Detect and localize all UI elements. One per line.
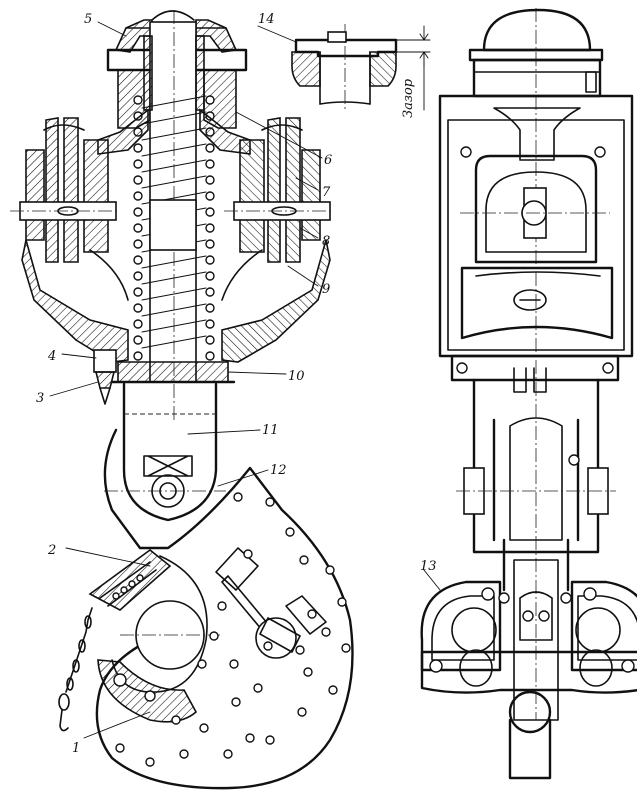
callout-14: 14 [258, 12, 275, 27]
callout-10: 10 [288, 369, 305, 384]
left-sectional-view [10, 10, 334, 420]
leader-lines [49, 21, 441, 739]
callout-9: 9 [322, 282, 330, 297]
left-sheave [10, 117, 120, 263]
callout-1: 1 [72, 741, 80, 756]
detail-14 [291, 24, 431, 112]
callout-13: 13 [420, 559, 437, 574]
callout-6: 6 [324, 153, 332, 168]
lock-mechanism [215, 547, 327, 659]
right-exterior-view [420, 8, 637, 780]
latch-spring [112, 574, 144, 600]
callout-2: 2 [47, 543, 56, 558]
lock-assembly-13 [420, 580, 637, 694]
callout-5: 5 [84, 12, 92, 27]
callout-11: 11 [262, 423, 279, 438]
gap-label: Зазор [401, 78, 416, 118]
grease-fitting [93, 349, 117, 405]
hook-assembly [58, 382, 354, 790]
safety-chain [58, 607, 93, 732]
callout-12: 12 [270, 463, 287, 478]
callout-3: 3 [36, 391, 44, 406]
callout-4: 4 [47, 349, 56, 364]
right-sheave [224, 117, 334, 263]
plate-holes [115, 492, 351, 767]
callout-8: 8 [322, 234, 330, 249]
callout-7: 7 [322, 185, 331, 200]
